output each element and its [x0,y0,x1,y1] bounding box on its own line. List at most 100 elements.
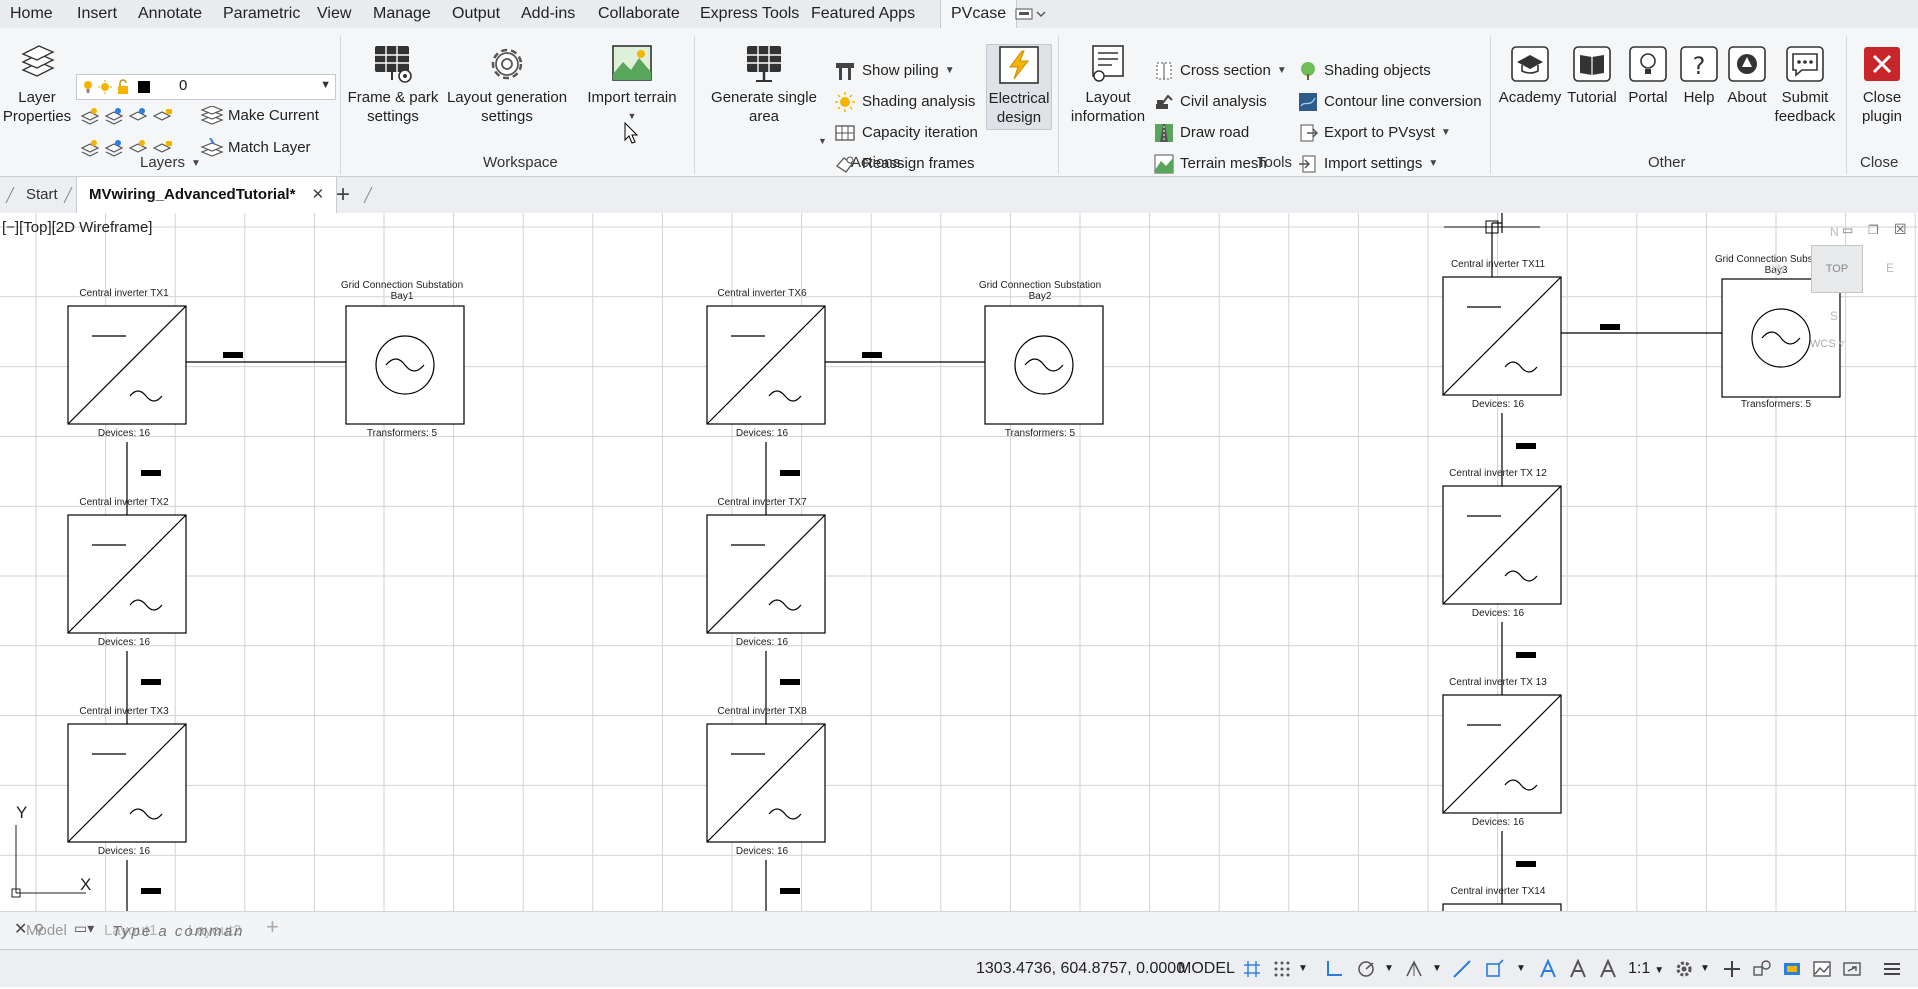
chevron-down-icon[interactable]: ▼ [320,79,331,91]
terrain-mesh-button[interactable]: Terrain mesh [1154,152,1267,176]
tab-view[interactable]: View [317,5,352,22]
viewcube-east-label[interactable]: E [1886,261,1895,275]
tab-pvcase[interactable]: PVcase [940,0,1018,28]
model-space-toggle[interactable]: MODEL [1178,960,1235,977]
layer-tools-row2-icons[interactable] [80,138,194,158]
annotation-visibility-icon[interactable] [1538,959,1558,979]
viewcube-top-face[interactable]: TOP [1811,245,1863,293]
command-wrench-icon[interactable]: ⚲ [34,921,45,937]
isodraft-icon[interactable] [1404,959,1424,979]
civil-analysis-button[interactable]: Civil analysis [1154,90,1267,114]
academy-button[interactable]: Academy [1496,44,1564,107]
close-tab-icon[interactable]: ✕ [311,186,325,203]
layers-panel-title[interactable]: Layers▼ [140,154,201,171]
viewcube[interactable]: TOP N E S W WCS ▿ [1772,221,1918,361]
tab-manage[interactable]: Manage [373,5,431,22]
minimize-icon[interactable]: ▭ [1842,223,1854,237]
hardware-acceleration-icon[interactable] [1782,959,1802,979]
chevron-down-icon[interactable]: ▼ [1516,963,1526,974]
generate-single-area-button[interactable]: Generate single area [706,44,822,126]
shading-analysis-button[interactable]: Shading analysis [834,90,975,114]
grid-display-icon[interactable] [1242,959,1262,979]
viewcube-south-label[interactable]: S [1830,309,1839,323]
annotation-scale-icon[interactable] [1598,959,1618,979]
object-snap-icon[interactable] [1484,959,1504,979]
layout-tab-model[interactable]: Model [26,922,67,939]
cross-section-button[interactable]: Cross section▼ [1154,59,1287,83]
chevron-down-icon[interactable]: ▼ [627,111,637,121]
chevron-down-icon[interactable]: ▼ [818,136,827,146]
capacity-iteration-button[interactable]: Capacity iteration [834,121,978,145]
viewcube-north-label[interactable]: N [1830,225,1839,239]
tab-featured-apps[interactable]: Featured Apps [811,5,916,22]
command-close-icon[interactable]: ✕ [14,921,28,938]
tutorial-button[interactable]: Tutorial [1564,44,1620,107]
electrical-diagram[interactable] [0,213,1918,911]
cable-tag [780,470,800,476]
menu-hamburger-icon[interactable] [1882,959,1902,979]
tab-parametric[interactable]: Parametric [223,5,301,22]
tab-annotate[interactable]: Annotate [138,5,203,22]
chevron-down-icon[interactable]: ▼ [1700,963,1710,974]
tab-insert[interactable]: Insert [77,5,118,22]
wcs-menu[interactable]: WCS ▿ [1810,338,1845,350]
viewport-controls[interactable]: [−][Top][2D Wireframe] [2,219,153,236]
reassign-frames-button[interactable]: Reassign frames [834,152,975,176]
layout-information-button[interactable]: Layout information [1066,44,1150,126]
shading-objects-button[interactable]: Shading objects [1298,59,1431,83]
close-icon[interactable]: ☒ [1894,221,1907,237]
new-tab-plus-icon[interactable]: + [336,181,351,208]
show-piling-button[interactable]: Show piling▼ [834,59,955,83]
layer-tools-row1-icons[interactable] [80,106,194,126]
tab-home[interactable]: Home [10,5,53,22]
polar-tracking-icon[interactable] [1356,959,1376,979]
isolate-objects-icon[interactable] [1752,959,1772,979]
annotation-scale-dropdown[interactable]: 1:1▼ [1628,960,1665,977]
tab-express-tools[interactable]: Express Tools [700,5,800,22]
restore-icon[interactable]: ❐ [1868,223,1879,237]
chevron-down-icon[interactable]: ▼ [1384,963,1394,974]
tab-output[interactable]: Output [452,5,501,22]
ribbon-minimize-icon[interactable] [1014,7,1046,21]
auto-scale-icon[interactable] [1568,959,1588,979]
viewcube-west-label[interactable]: W [1772,261,1786,277]
tab-add-ins[interactable]: Add-ins [521,5,576,22]
ortho-mode-icon[interactable] [1324,959,1344,979]
drawing-canvas[interactable]: [−][Top][2D Wireframe] Central inverter … [0,213,1918,911]
chevron-down-icon[interactable]: ▼ [1432,963,1442,974]
close-plugin-button[interactable]: Close plugin [1850,44,1914,126]
portal-button[interactable]: Portal [1622,44,1674,107]
layer-dropdown[interactable]: 0 ▼ [76,74,336,100]
tab-mvwiring-advanced-tutorial[interactable]: MVwiring_AdvancedTutorial* ✕ [76,177,338,213]
export-pvsyst-button[interactable]: Export to PVsyst▼ [1298,121,1451,145]
draw-road-button[interactable]: Draw road [1154,121,1249,145]
layer-properties-button[interactable]: Layer Properties [2,44,72,126]
about-button[interactable]: About [1724,44,1770,107]
plus-icon[interactable] [1722,959,1742,979]
add-layout-plus-icon[interactable]: + [266,914,279,939]
coordinates-readout[interactable]: 1303.4736, 604.8757, 0.0000 [976,960,1186,977]
submit-feedback-button[interactable]: Submit feedback [1770,44,1840,126]
viewport-window-controls[interactable]: ▭ ❐ ☒ [1842,221,1916,237]
electrical-design-button[interactable]: Electrical design [986,44,1052,130]
clean-screen-image-icon[interactable] [1812,959,1832,979]
make-current-button[interactable]: Make Current [228,107,319,124]
match-layer-icon[interactable] [200,138,224,158]
import-settings-button[interactable]: Import settings▼ [1298,152,1438,176]
import-terrain-button[interactable]: Import terrain ▼ [580,44,684,126]
tab-collaborate[interactable]: Collaborate [598,5,680,22]
fullscreen-icon[interactable] [1842,959,1862,979]
match-layer-button[interactable]: Match Layer [228,139,311,156]
tab-start[interactable]: Start [26,186,58,203]
gear-icon[interactable] [1674,959,1694,979]
layout-generation-settings-button[interactable]: Layout generation settings [443,44,571,126]
layer-stack-small-icon[interactable] [200,106,224,126]
frame-park-settings-button[interactable]: Frame & park settings [343,44,443,126]
chevron-down-icon[interactable]: ▼ [1298,963,1308,974]
command-input[interactable] [110,919,244,943]
command-history-icon[interactable]: ▭▾ [74,920,95,936]
contour-line-conversion-button[interactable]: Contour line conversion [1298,90,1482,114]
help-button[interactable]: ? Help [1676,44,1722,107]
object-snap-tracking-icon[interactable] [1452,959,1472,979]
snap-mode-icon[interactable] [1272,959,1292,979]
